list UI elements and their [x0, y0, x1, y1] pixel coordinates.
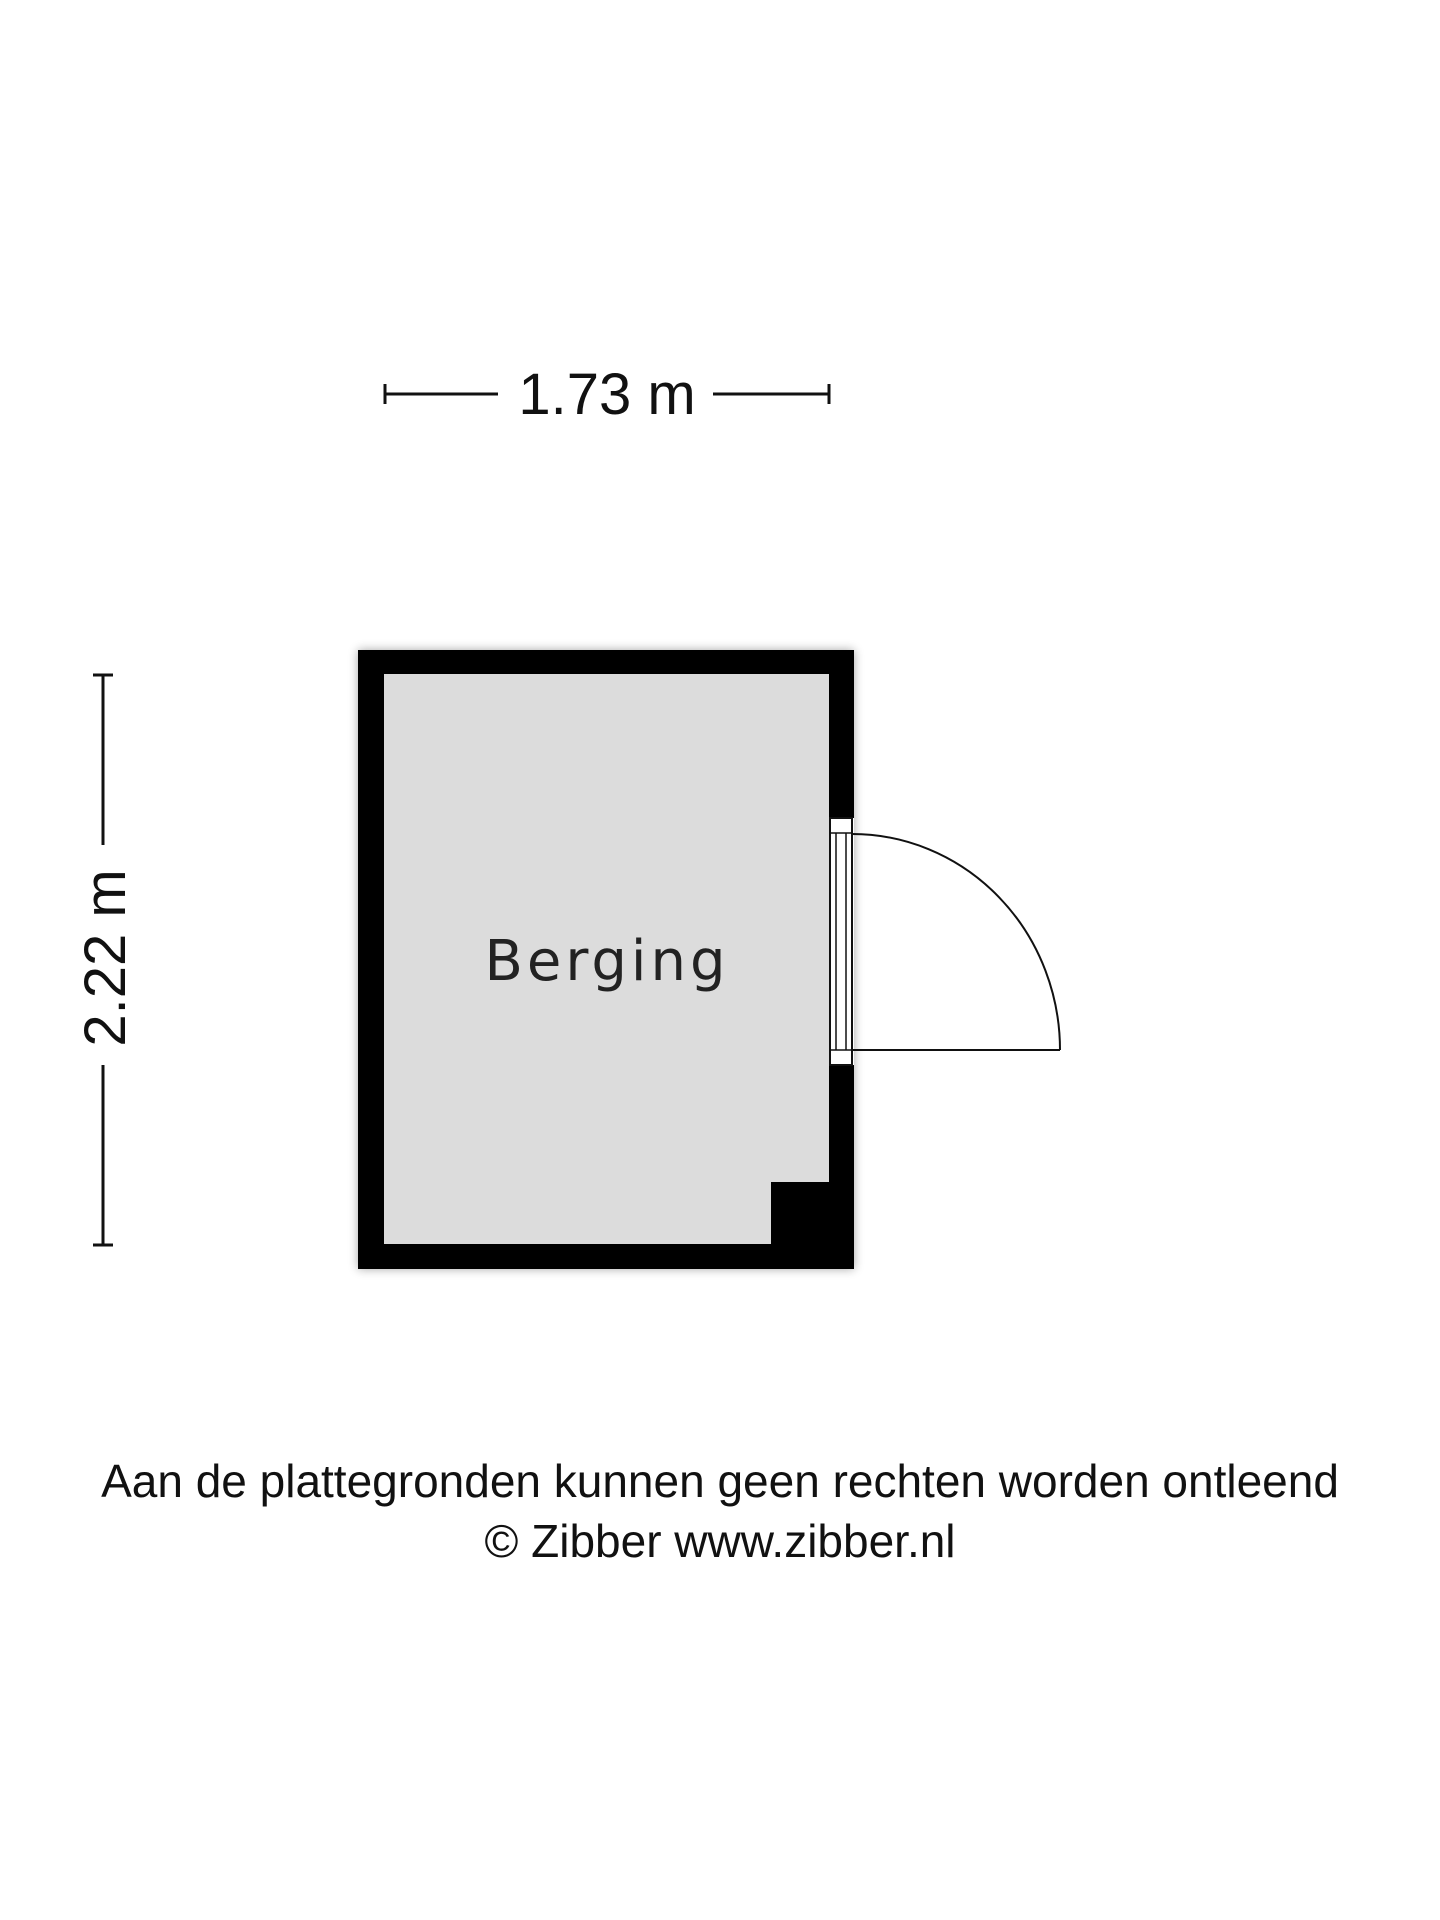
room-label: Berging [484, 929, 729, 994]
door [829, 817, 1061, 1066]
disclaimer-text: Aan de plattegronden kunnen geen rechten… [101, 1455, 1339, 1507]
corner-column [771, 1182, 830, 1245]
door-swing-arc [851, 833, 1061, 1051]
copyright-text: © Zibber www.zibber.nl [484, 1515, 956, 1567]
height-label: 2.22 m [73, 869, 138, 1046]
room-floor [384, 674, 829, 1244]
width-label: 1.73 m [518, 362, 695, 427]
height-dimension: 2.22 m [73, 673, 138, 1247]
room-berging: Berging [358, 650, 854, 1269]
width-dimension: 1.73 m [383, 362, 831, 427]
door-frame [829, 817, 853, 1066]
